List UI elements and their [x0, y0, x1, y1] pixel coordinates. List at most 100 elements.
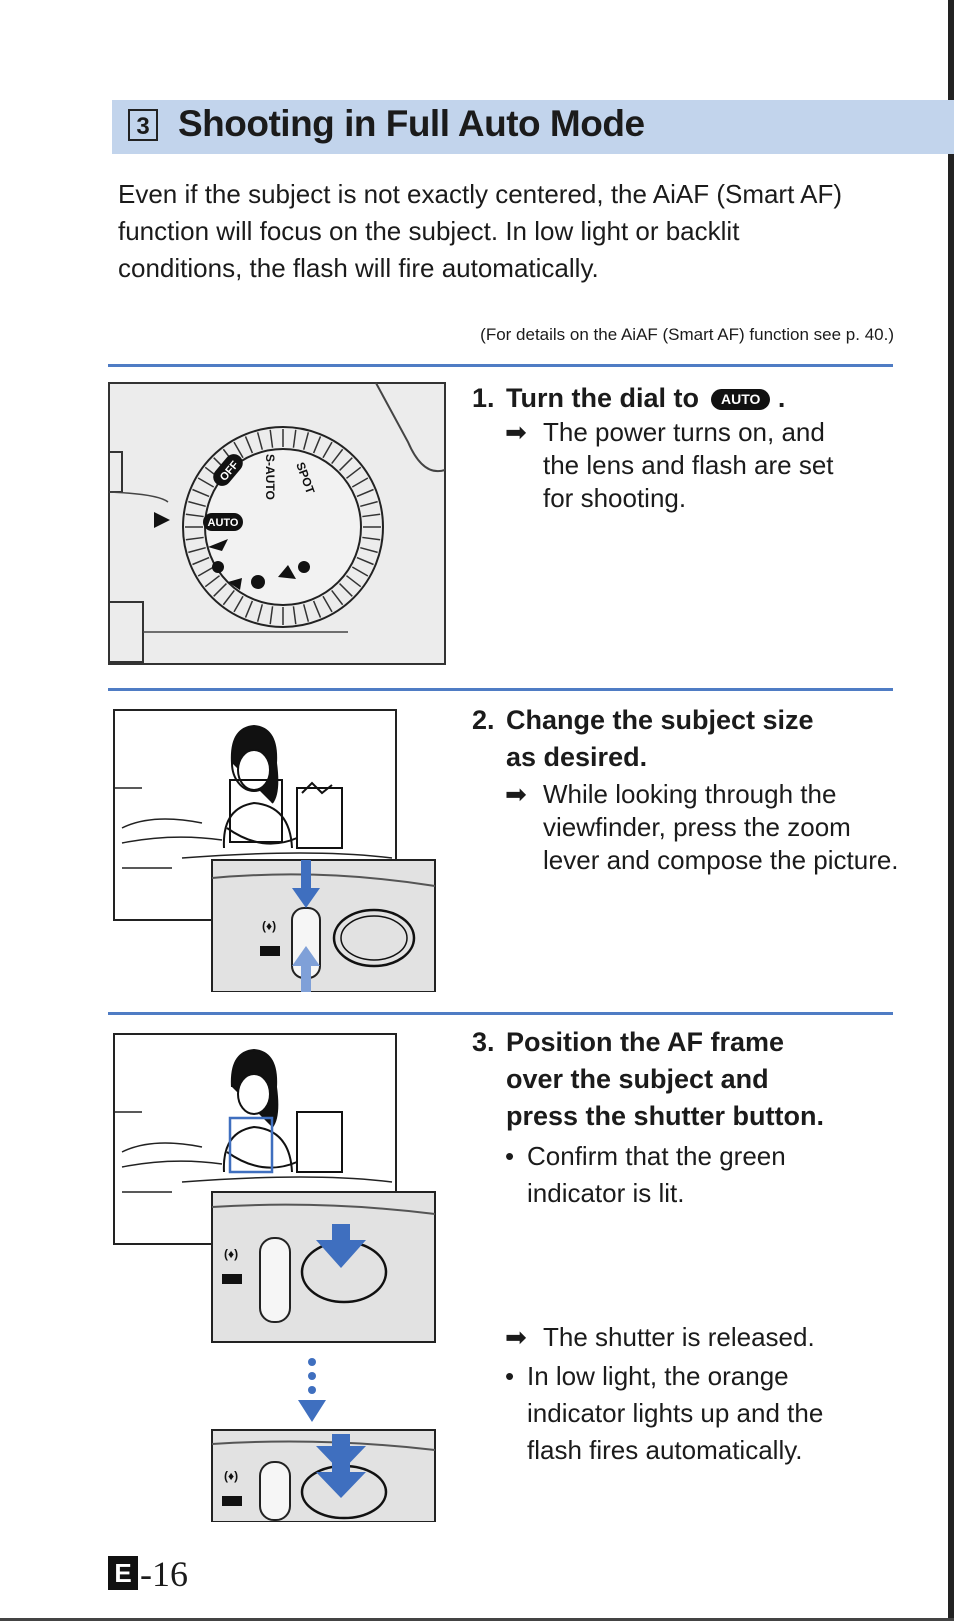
dial-tick	[362, 536, 381, 541]
step-3-bullet-2: • In low light, the orange indicator lig…	[505, 1358, 865, 1469]
dial-ticks	[185, 429, 381, 625]
step-3-title-line3: press the shutter button.	[506, 1101, 825, 1131]
intro-paragraph: Even if the subject is not exactly cente…	[118, 179, 842, 283]
step-1-title: 1. Turn the dial to AUTO .	[472, 380, 785, 417]
dial-tick	[192, 488, 210, 498]
dial-tick	[233, 595, 244, 613]
dial-tick	[256, 432, 264, 450]
dial-tick	[192, 556, 210, 566]
step-3-number: 3.	[472, 1027, 495, 1057]
dial-tick	[351, 477, 369, 488]
sequence-arrow-icon	[298, 1358, 326, 1422]
divider-rule	[108, 364, 893, 367]
scene-mode-icons	[208, 539, 310, 590]
mode-dial-illustration: AUTO OFF S-AUTO SPOT	[108, 382, 446, 665]
svg-text:(♦): (♦)	[262, 919, 276, 933]
intro-reference-note: (For details on the AiAF (Smart AF) func…	[480, 325, 894, 344]
dial-tick	[351, 566, 369, 577]
dial-tick	[360, 500, 378, 508]
step-1-title-text: Turn the dial to	[506, 383, 699, 413]
section-heading-bar	[112, 100, 954, 154]
step-1-result: ➡ The power turns on, and the lens and f…	[505, 416, 865, 515]
dial-tick	[312, 600, 322, 618]
step-2-title-line1: Change the subject size	[506, 705, 814, 735]
divider-rule	[108, 688, 893, 691]
shutter-press-arrow-icon	[316, 1224, 366, 1268]
bullet-icon: •	[505, 1361, 515, 1391]
dial-tick	[360, 546, 378, 554]
svg-text:(♦): (♦)	[224, 1469, 238, 1483]
dial-tick	[244, 600, 254, 618]
af-frame-green-icon	[228, 1116, 274, 1174]
dial-tick	[269, 606, 274, 625]
af-frame-brackets	[229, 779, 283, 843]
dial-label-sauto: S-AUTO	[263, 454, 277, 500]
result-arrow-icon: ➡	[505, 417, 527, 447]
dial-tick	[339, 583, 353, 597]
dial-tick	[339, 457, 353, 471]
dial-tick	[302, 604, 310, 622]
dial-tick	[292, 606, 297, 625]
step-3-result: ➡ The shutter is released.	[505, 1321, 895, 1354]
step-2-title-line2: as desired.	[506, 742, 648, 772]
page-number-text: -16	[140, 1554, 188, 1594]
divider-rule	[108, 1012, 893, 1015]
dial-tick	[256, 604, 264, 622]
step-3-bullet-text: Confirm that the green indicator is lit.	[527, 1141, 786, 1208]
bullet-icon: •	[505, 1141, 515, 1171]
dial-tick	[302, 432, 310, 450]
section-letter-badge: E	[108, 1556, 138, 1590]
zoom-viewfinder-illustration: (♦)	[113, 709, 436, 992]
step-2-result-text: While looking through the viewfinder, pr…	[543, 779, 899, 875]
woman-figure	[222, 1048, 343, 1173]
step-2-title: 2.Change the subject size as desired.	[472, 702, 814, 776]
dial-tick	[233, 441, 244, 459]
dial-tick	[362, 513, 381, 518]
step-3-bullet: • Confirm that the green indicator is li…	[505, 1138, 845, 1212]
dial-tick	[269, 429, 274, 448]
auto-mode-badge-icon: AUTO	[710, 389, 771, 411]
step-1-number: 1.	[472, 383, 495, 413]
section-title: Shooting in Full Auto Mode	[178, 103, 645, 144]
dial-tick	[213, 583, 227, 597]
result-arrow-icon: ➡	[505, 779, 527, 809]
dial-tick	[292, 429, 297, 448]
svg-text:(♦): (♦)	[224, 1247, 238, 1261]
page-right-edge	[948, 0, 954, 1621]
dial-tick	[197, 477, 215, 488]
dial-tick	[188, 546, 206, 554]
dial-tick	[322, 595, 333, 613]
dial-tick	[356, 556, 374, 566]
page-number: E-16	[108, 1553, 188, 1595]
dial-tick	[312, 436, 322, 454]
off-mode-icon	[213, 454, 243, 486]
auto-mode-icon	[203, 513, 243, 531]
page-bottom-edge	[0, 1618, 954, 1621]
step-2-result: ➡ While looking through the viewfinder, …	[505, 778, 905, 877]
dial-tick	[322, 441, 333, 459]
step-3-result-text: The shutter is released.	[543, 1322, 815, 1352]
dial-tick	[185, 513, 204, 518]
shutter-press-illustration: (♦) (♦)	[113, 1033, 436, 1522]
dial-label-auto: AUTO	[208, 517, 239, 529]
dial-tick	[331, 590, 344, 606]
step-3-title-line1: Position the AF frame	[506, 1027, 785, 1057]
result-arrow-icon: ➡	[505, 1322, 527, 1352]
dial-tick	[185, 536, 204, 541]
dial-tick	[244, 436, 254, 454]
dial-tick	[331, 448, 344, 464]
dial-tick	[346, 466, 362, 479]
step-3-title: 3. Position the AF frame over the subject…	[472, 1024, 824, 1135]
zoom-arrows-icon	[292, 860, 320, 992]
dial-pointer-icon	[154, 512, 170, 528]
dial-tick	[356, 488, 374, 498]
dial-tick	[346, 575, 362, 588]
step-3-bullet-2-text: In low light, the orange indicator light…	[527, 1361, 824, 1465]
dial-tick	[188, 500, 206, 508]
step-1-title-suffix: .	[777, 383, 786, 413]
dial-tick	[204, 575, 220, 588]
step-3-title-line2: over the subject and	[506, 1064, 769, 1094]
step-1-result-text: The power turns on, and the lens and fla…	[543, 417, 834, 513]
dial-tick	[222, 590, 235, 606]
section-number: 3	[128, 109, 158, 141]
